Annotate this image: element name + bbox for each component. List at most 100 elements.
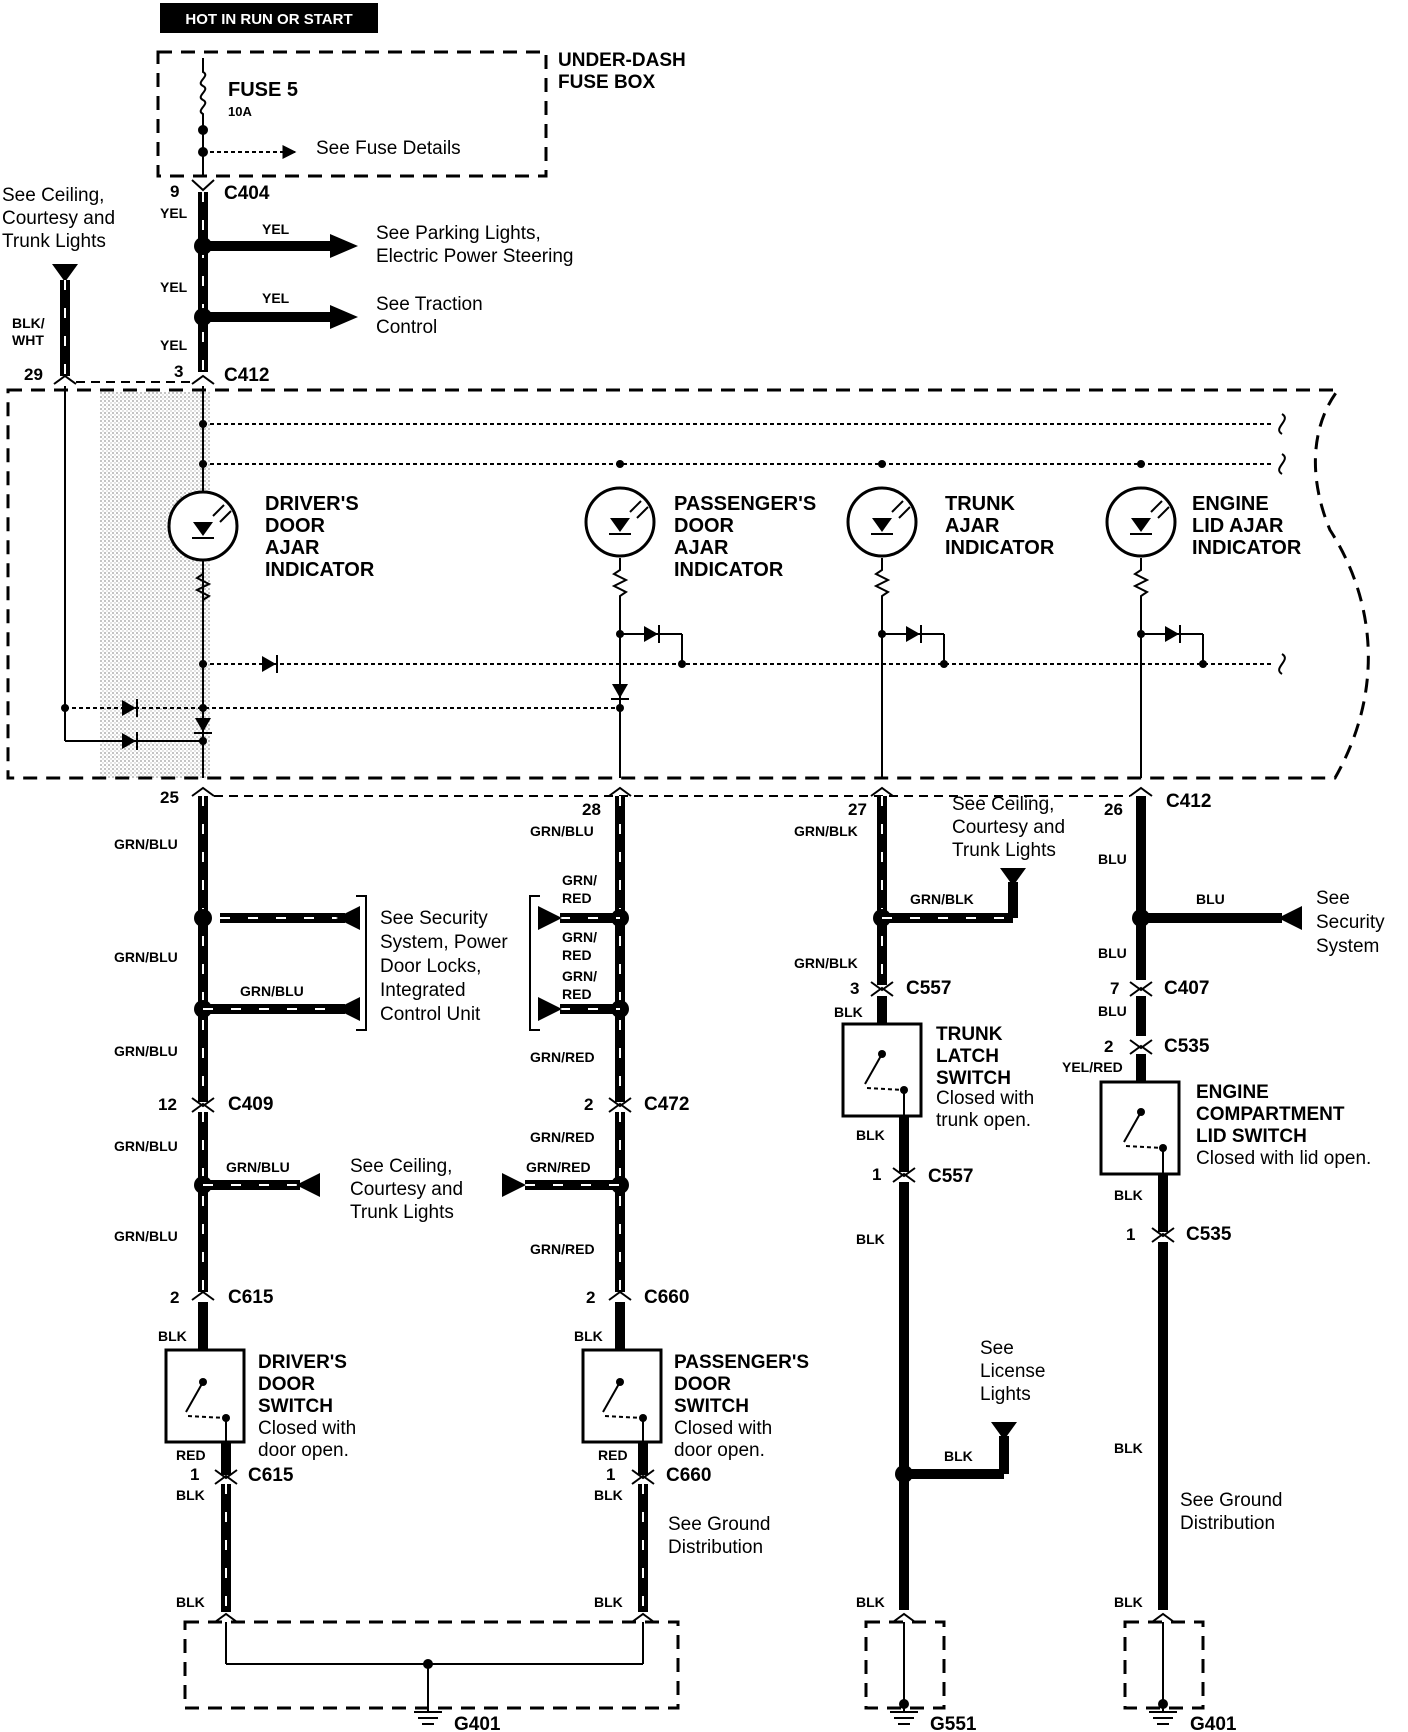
engine-ind-1: ENGINE: [1192, 493, 1269, 515]
c535-bot-pin: 1: [1126, 1225, 1135, 1244]
yel-wire-label-4: YEL: [262, 290, 290, 306]
driver-ind-1: DRIVER'S: [265, 493, 359, 515]
c615-bot-label: C615: [248, 1465, 294, 1486]
blk-wht-label-2: WHT: [12, 332, 44, 348]
c412-pin-3-symbol: [191, 374, 215, 385]
c412-pin-29: 29: [24, 365, 43, 384]
trunk-blk-label-2: BLK: [856, 1127, 885, 1143]
blk-wht-label-1: BLK/: [12, 315, 45, 331]
ground-right-ref-2: Distribution: [1180, 1513, 1275, 1534]
c412-top-label: C412: [224, 365, 269, 386]
c472-pin: 2: [584, 1095, 593, 1114]
blu-label-2: BLU: [1098, 945, 1127, 961]
ceiling-mid-ref-1: See Ceiling,: [350, 1156, 452, 1177]
engine-blk-label-1: BLK: [1114, 1187, 1143, 1203]
ground-left-ref-1: See Ground: [668, 1514, 770, 1535]
driver-switch-3: SWITCH: [258, 1396, 333, 1417]
engine-ind-2: LID AJAR: [1192, 515, 1284, 537]
c535-bot-label: C535: [1186, 1224, 1232, 1245]
blu-label-1: BLU: [1098, 851, 1127, 867]
trunk-ajar-indicator: TRUNK AJAR INDICATOR: [945, 493, 1055, 559]
pass-switch-5: door open.: [674, 1440, 765, 1461]
ground-left-ref-2: Distribution: [668, 1537, 763, 1558]
security-ref-5: Control Unit: [380, 1004, 481, 1025]
c557-bot-label: C557: [928, 1166, 973, 1187]
grn-blk-label-1: GRN/BLK: [794, 823, 858, 839]
grn-red-label-b2: RED: [562, 947, 592, 963]
ground-right-ref-1: See Ground: [1180, 1490, 1282, 1511]
grn-blu-ceiling-label: GRN/BLU: [226, 1159, 290, 1175]
license-ref-1: See: [980, 1338, 1014, 1359]
ceiling-trunk-ref-3: Trunk Lights: [952, 840, 1056, 861]
trunk-blk-label-3: BLK: [856, 1231, 885, 1247]
ceiling-trunk-ref-1: See Ceiling,: [952, 794, 1054, 815]
c660-bot-label: C660: [666, 1465, 711, 1486]
c615-bot-pin: 1: [190, 1465, 199, 1484]
security-ref-2: System, Power: [380, 932, 508, 953]
fuse-5-rating: 10A: [228, 104, 252, 119]
pass-switch-4: Closed with: [674, 1418, 772, 1439]
grn-blu-label-3: GRN/BLU: [114, 1043, 178, 1059]
c412-pin-28: 28: [582, 800, 601, 819]
driver-switch-blk-label: BLK: [158, 1328, 187, 1344]
c409-pin: 12: [158, 1095, 177, 1114]
grn-blu-label-2: GRN/BLU: [114, 949, 178, 965]
pass-ind-3: AJAR: [674, 537, 729, 559]
license-ref-2: License: [980, 1361, 1046, 1382]
pass-switch-1: PASSENGER'S: [674, 1352, 809, 1373]
c404-pin: 9: [170, 182, 179, 201]
pass-red-label: RED: [598, 1447, 628, 1463]
trunk-switch-5: trunk open.: [936, 1110, 1031, 1131]
g401-right-label: G401: [1190, 1714, 1237, 1732]
fuse-5-symbol: [199, 58, 207, 175]
engine-switch-4: Closed with lid open.: [1196, 1148, 1371, 1169]
driver-switch-5: door open.: [258, 1440, 349, 1461]
ceiling-mid-ref-2: Courtesy and: [350, 1179, 463, 1200]
security-right-ref-1: See: [1316, 888, 1350, 909]
parking-ref-1: See Parking Lights,: [376, 223, 541, 244]
engine-blk-label-2: BLK: [1114, 1440, 1143, 1456]
c472-label: C472: [644, 1094, 689, 1115]
ceiling-left-arrow: [52, 264, 78, 282]
grn-blk-label-2: GRN/BLK: [794, 955, 858, 971]
c535-top-label: C535: [1164, 1036, 1210, 1057]
engine-switch-3: LID SWITCH: [1196, 1126, 1307, 1147]
c660-top-pin: 2: [586, 1288, 595, 1307]
grn-red-label-c1: GRN/: [562, 968, 597, 984]
c615-top-label: C615: [228, 1287, 274, 1308]
pass-ind-4: INDICATOR: [674, 559, 784, 581]
driver-ind-3: AJAR: [265, 537, 320, 559]
driver-blk-label-1: BLK: [176, 1487, 205, 1503]
c404-label: C404: [224, 183, 270, 204]
fuse-box-name-2: FUSE BOX: [558, 72, 655, 93]
driver-switch-2: DOOR: [258, 1374, 315, 1395]
under-dash-fuse-box: UNDER-DASH FUSE BOX FUSE 5 10A See Fuse …: [156, 50, 686, 178]
driver-blk-label-2: BLK: [176, 1594, 205, 1610]
yel-wire-label-3: YEL: [160, 279, 188, 295]
fuse-details-ref: See Fuse Details: [316, 138, 461, 159]
ceiling-mid-ref-3: Trunk Lights: [350, 1202, 454, 1223]
c404-connector-symbol: [191, 179, 215, 192]
pass-blk-label-1: BLK: [594, 1487, 623, 1503]
g551-ground: G551: [864, 1620, 977, 1732]
ceiling-left-ref-2: Courtesy and: [2, 208, 115, 229]
pass-switch-2: DOOR: [674, 1374, 731, 1395]
internal-circuit: [61, 386, 1286, 778]
security-right-ref-3: System: [1316, 936, 1379, 957]
c535-top-pin: 2: [1104, 1037, 1113, 1056]
trunk-latch-switch: [841, 1022, 923, 1118]
grn-red-label-d: GRN/RED: [530, 1049, 595, 1065]
g401-left-label: G401: [454, 1714, 501, 1732]
c412-pin-3: 3: [174, 362, 183, 381]
driver-ind-4: INDICATOR: [265, 559, 375, 581]
c407-label: C407: [1164, 978, 1209, 999]
c557-top-pin: 3: [850, 979, 859, 998]
grn-blu-branch-label: GRN/BLU: [240, 983, 304, 999]
ceiling-left-ref-1: See Ceiling,: [2, 185, 104, 206]
pass-switch-3: SWITCH: [674, 1396, 749, 1417]
trunk-switch-3: SWITCH: [936, 1068, 1011, 1089]
engine-switch-2: COMPARTMENT: [1196, 1104, 1345, 1125]
hot-in-run-label: HOT IN RUN OR START: [185, 11, 352, 28]
traction-ref-2: Control: [376, 317, 437, 338]
passenger-door-circuit: GRN/BLU GRN/ RED GRN/ RED GRN/ RED GRN/R…: [502, 796, 809, 1623]
